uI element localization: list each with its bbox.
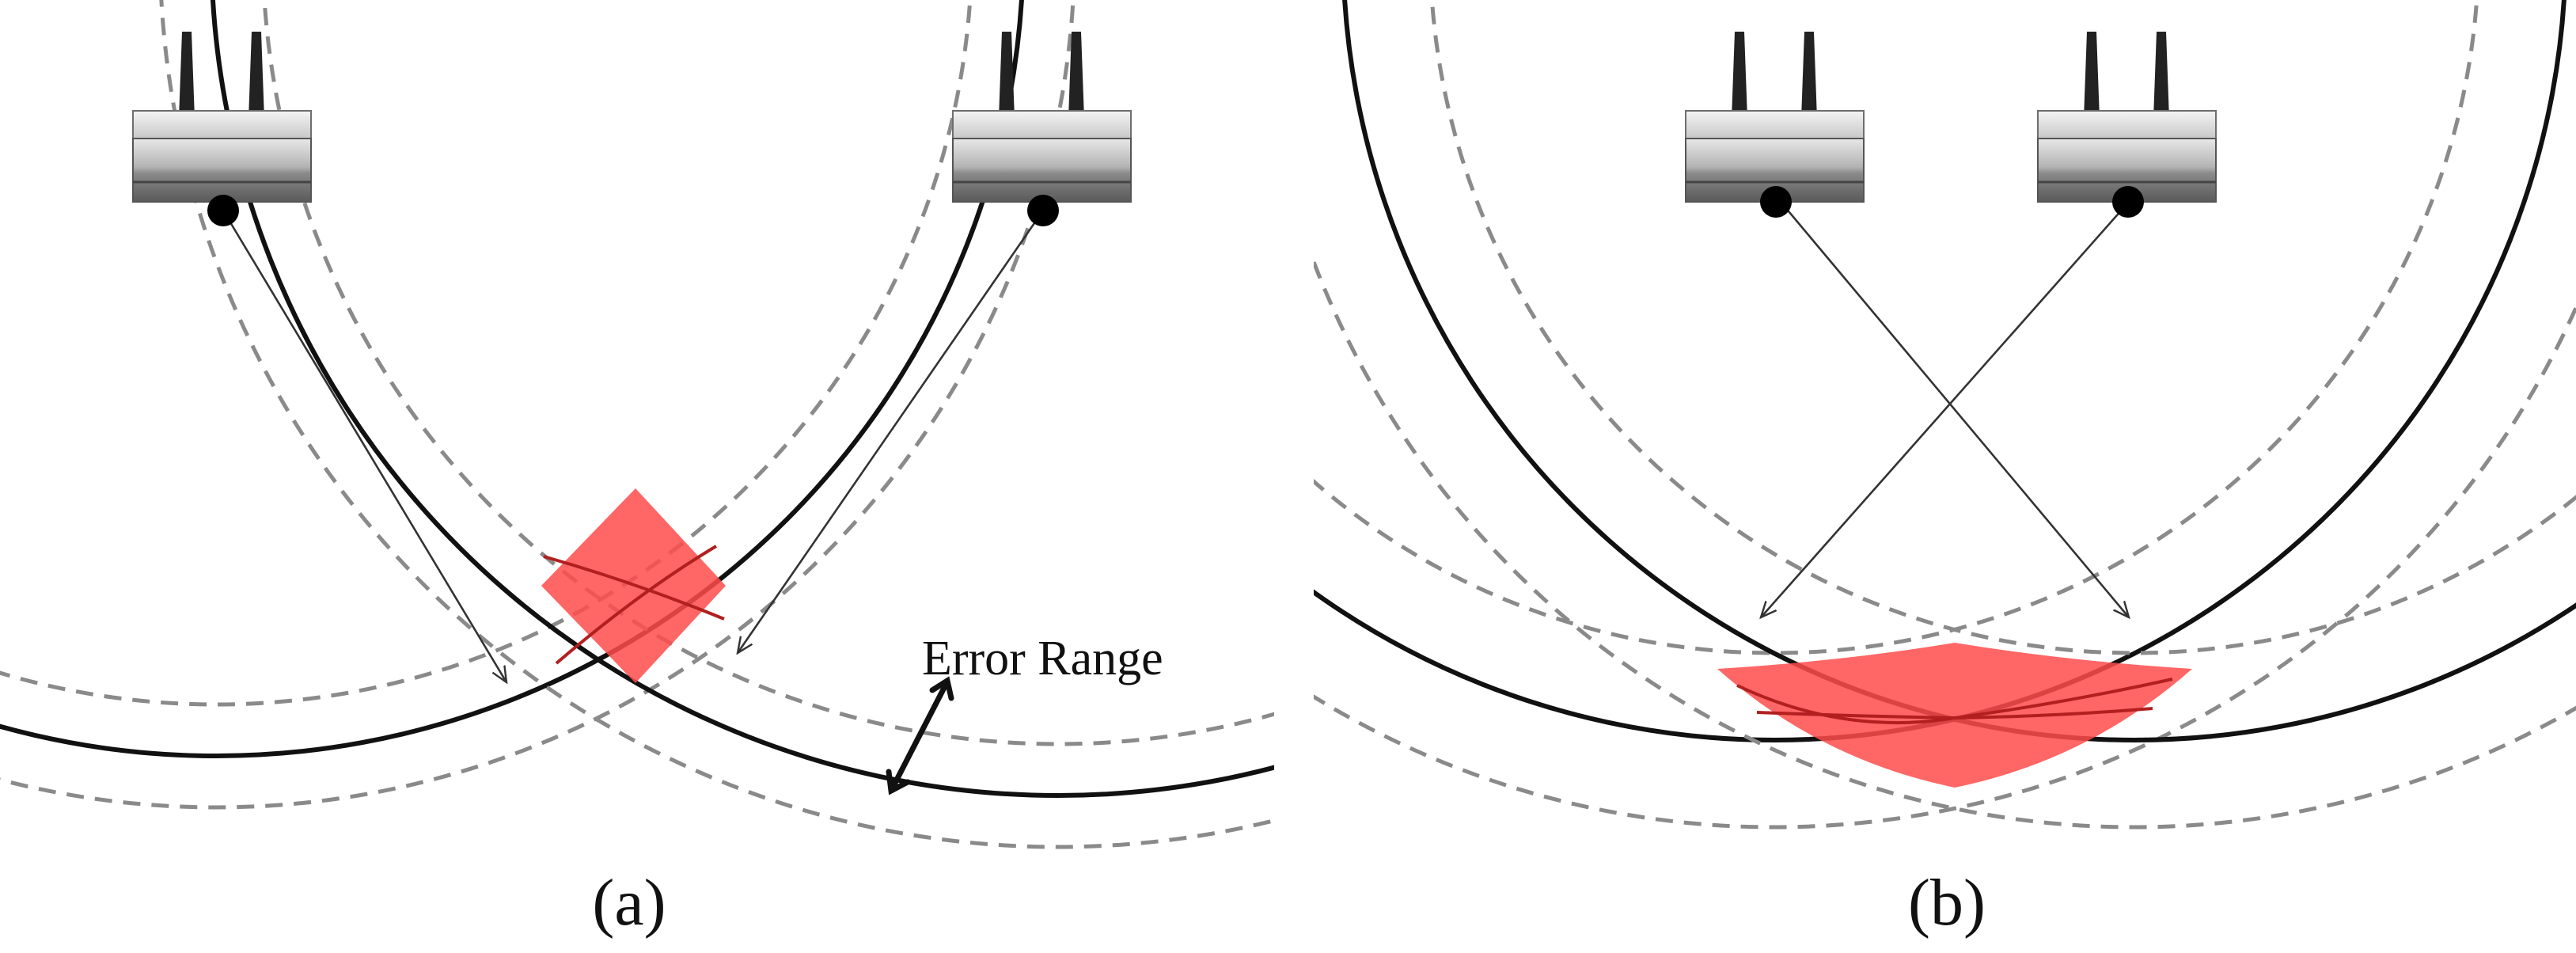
signal-lines-a: [222, 210, 1045, 682]
signal-line-left-b: [1780, 201, 2129, 617]
error-range-label: Error Range: [922, 632, 1163, 685]
range-circle-left-b: [1314, 0, 2567, 742]
antenna-icon: [999, 32, 1084, 119]
range-circle-left-a: [0, 0, 1024, 758]
overlap-crossing-a: [543, 545, 725, 665]
range-circles-a: [0, 0, 1274, 849]
range-circle-right-a: [211, 0, 1274, 798]
router-icon: [132, 32, 312, 226]
router-icon: [1685, 32, 1865, 218]
panel-b: (b): [1314, 0, 2576, 940]
range-circles-b: [1314, 0, 2576, 830]
error-bound-inner-left-a: [0, 0, 973, 707]
double-headed-arrow-icon: [886, 676, 954, 795]
range-circle-right-b: [1342, 0, 2576, 742]
router-icon: [2037, 32, 2217, 218]
error-bound-outer-right-a: [159, 0, 1274, 849]
signal-lines-b: [1761, 201, 2130, 617]
panel-label-a: (a): [592, 866, 666, 940]
signal-line-right-b: [1761, 201, 2130, 617]
antenna-icon: [179, 32, 264, 119]
panel-label-b: (b): [1908, 866, 1986, 940]
panel-a: Error Range (a): [0, 0, 1274, 940]
error-bound-outer-left-b: [1314, 302, 2576, 830]
overlap-region-b: [1717, 643, 2192, 788]
antenna-icon: [1732, 32, 1817, 119]
error-bound-outer-left-a: [0, 0, 1076, 810]
error-bound-inner-right-b: [1429, 0, 2576, 655]
signal-line-right-a: [738, 210, 1045, 653]
signal-line-left-a: [222, 210, 506, 682]
router-icon: [952, 32, 1132, 226]
error-bound-outer-right-b: [1314, 256, 2576, 830]
antenna-icon: [2084, 32, 2169, 119]
overlap-crossing-b: [1736, 678, 2173, 725]
